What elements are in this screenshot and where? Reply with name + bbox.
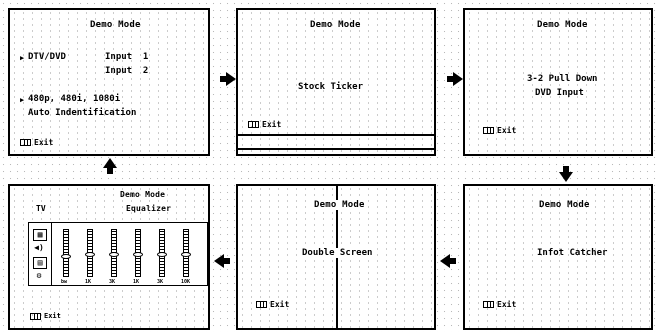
source-label: DTV/DVD xyxy=(28,52,66,62)
panel-title: Demo Mode xyxy=(537,20,588,30)
arrow-right-icon xyxy=(447,72,463,86)
exit-icon xyxy=(248,121,259,128)
eq-band-slider[interactable] xyxy=(61,229,71,277)
eq-band-label: 3K xyxy=(109,279,116,285)
eq-band-slider[interactable] xyxy=(109,229,119,277)
exit-icon xyxy=(20,139,31,146)
exit-label: Exit xyxy=(34,138,54,147)
arrow-down-icon xyxy=(559,166,573,182)
exit-button[interactable]: Exit xyxy=(30,312,61,320)
panel-title: Demo Mode xyxy=(310,20,361,30)
eq-sidebar: ▦ ◀) ▤ ⚙ xyxy=(29,223,52,285)
feature-label: Infot Catcher xyxy=(537,248,608,258)
resolution-list: 480p, 480i, 1080i xyxy=(28,94,121,104)
exit-icon xyxy=(256,301,267,308)
eq-slider-knob[interactable] xyxy=(109,252,119,257)
eq-slider-knob[interactable] xyxy=(85,252,95,257)
eq-band-slider[interactable] xyxy=(85,229,95,277)
eq-band-label: 3K xyxy=(157,279,164,285)
eq-band-label: 1K xyxy=(133,279,140,285)
exit-icon xyxy=(30,312,41,320)
eq-band-slider[interactable] xyxy=(133,229,143,277)
demo-panel-pull-down: Demo Mode 3-2 Pull Down DVD Input Exit xyxy=(463,8,653,156)
eq-slider-knob[interactable] xyxy=(181,252,191,257)
exit-button[interactable]: Exit xyxy=(248,120,281,129)
auto-identification: Auto Indentification xyxy=(28,108,137,118)
input-2-value: Input 2 xyxy=(105,66,149,76)
feature-sublabel: DVD Input xyxy=(535,88,584,98)
exit-icon xyxy=(483,127,494,134)
bullet-icon: ▶ xyxy=(20,54,25,62)
channel-icon: ▤ xyxy=(33,257,47,269)
eq-band-slider[interactable] xyxy=(181,229,191,277)
exit-label: Exit xyxy=(497,300,517,309)
panel-title: Demo Mode xyxy=(120,190,166,199)
panel-subtitle: Equalizer xyxy=(126,204,172,213)
speaker-icon: ◀) xyxy=(34,243,44,252)
demo-panel-equalizer: Demo Mode Equalizer TV ▦ ◀) ▤ ⚙ bw 1K 3K 1K… xyxy=(8,184,210,330)
eq-band-label: 10K xyxy=(181,279,191,285)
eq-bands: bw 1K 3K 1K 3K 10K xyxy=(55,223,205,285)
demo-panel-double-screen: Demo Mode Double Screen Exit xyxy=(236,184,436,330)
eq-slider-knob[interactable] xyxy=(157,252,167,257)
eq-slider-knob[interactable] xyxy=(133,252,143,257)
demo-panel-stock-ticker: Demo Mode Stock Ticker Exit xyxy=(236,8,436,156)
feature-label: Stock Ticker xyxy=(298,82,364,92)
eq-band-label: bw xyxy=(61,279,68,285)
arrow-up-icon xyxy=(103,158,117,174)
exit-label: Exit xyxy=(44,312,61,320)
exit-label: Exit xyxy=(497,126,517,135)
feature-label: 3-2 Pull Down xyxy=(527,74,598,84)
bullet-icon: ▶ xyxy=(20,96,25,104)
panel-title: Demo Mode xyxy=(90,20,141,30)
exit-label: Exit xyxy=(262,120,282,129)
arrow-left-icon xyxy=(440,254,456,268)
panel-title: Demo Mode xyxy=(539,200,590,210)
eq-slider-knob[interactable] xyxy=(61,254,71,259)
picture-icon: ▦ xyxy=(33,229,47,241)
arrow-right-icon xyxy=(220,72,236,86)
equalizer-box: ▦ ◀) ▤ ⚙ bw 1K 3K 1K 3K 10K xyxy=(28,222,208,286)
exit-button[interactable]: Exit xyxy=(256,300,289,309)
exit-button[interactable]: Exit xyxy=(483,300,516,309)
eq-band-slider[interactable] xyxy=(157,229,167,277)
feature-label: Double Screen xyxy=(302,248,373,258)
setup-icon: ⚙ xyxy=(36,271,42,280)
panel-title: Demo Mode xyxy=(314,200,365,210)
input-1-value: Input 1 xyxy=(105,52,149,62)
exit-label: Exit xyxy=(270,300,290,309)
ticker-bar-bottom xyxy=(238,148,434,150)
arrow-left-icon xyxy=(214,254,230,268)
demo-panel-dtv-dvd: Demo Mode ▶ DTV/DVD Input 1 Input 2 ▶ 48… xyxy=(8,8,210,156)
exit-button[interactable]: Exit xyxy=(20,138,53,147)
ticker-bar-top xyxy=(238,134,434,136)
exit-button[interactable]: Exit xyxy=(483,126,516,135)
eq-band-label: 1K xyxy=(85,279,92,285)
exit-icon xyxy=(483,301,494,308)
tv-label: TV xyxy=(36,204,46,213)
demo-panel-info-catcher: Demo Mode Infot Catcher Exit xyxy=(463,184,653,330)
